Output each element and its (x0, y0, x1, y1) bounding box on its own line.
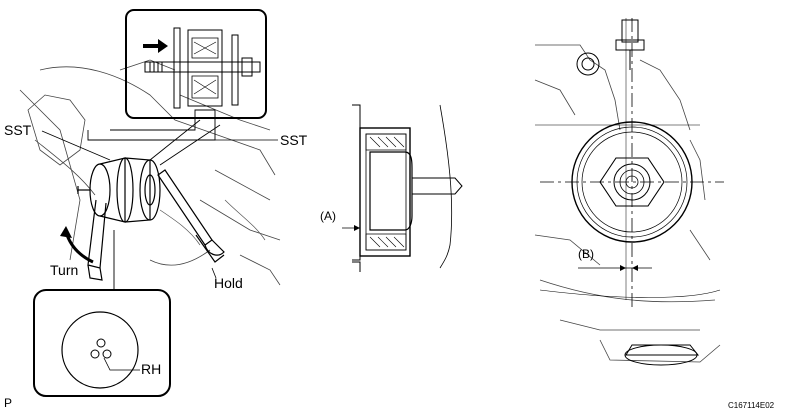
figure-code: C167114E02 (728, 401, 775, 410)
rh-label: RH (141, 361, 162, 377)
hold-label: Hold (214, 275, 243, 291)
left-panel-illustration (19, 9, 281, 397)
turn-label: Turn (50, 262, 79, 278)
middle-panel-section (342, 104, 463, 272)
sst-puller (77, 157, 161, 223)
page-marker: P (4, 396, 13, 410)
right-panel-view (534, 18, 724, 366)
hold-wrench (157, 169, 225, 263)
dimension-b-label: (B) (578, 247, 594, 261)
bottom-inset (33, 289, 171, 397)
sst-label-left: SST (4, 122, 32, 138)
dimension-a-label: (A) (320, 209, 336, 223)
sst-label-right: SST (280, 132, 308, 148)
top-inset (125, 9, 267, 119)
turn-wrench (87, 199, 107, 281)
